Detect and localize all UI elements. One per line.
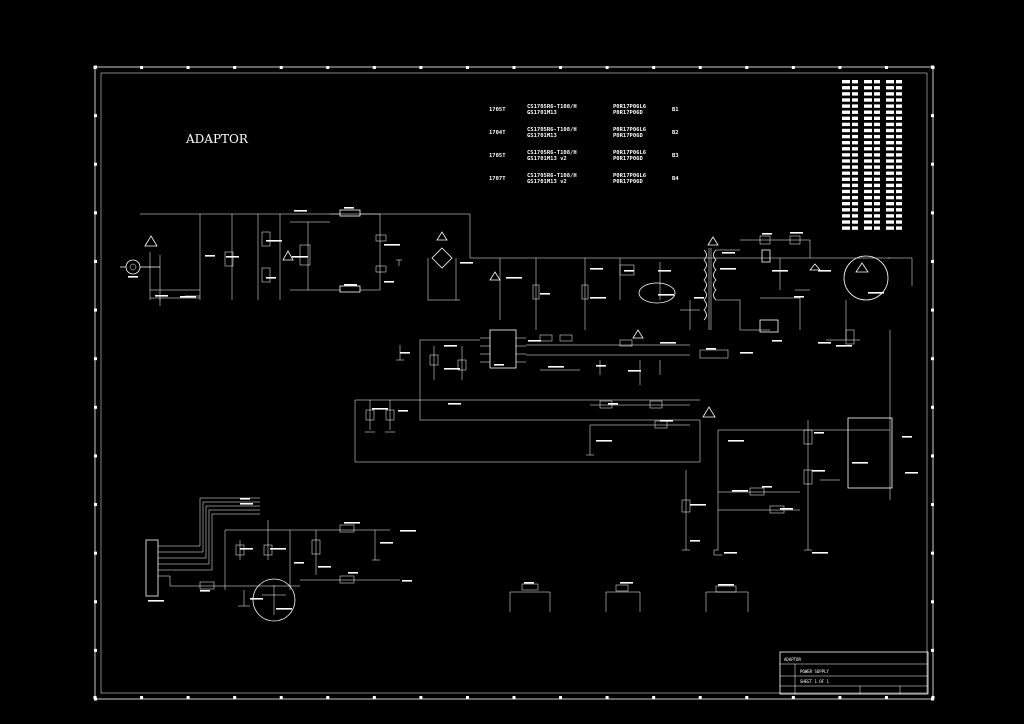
model-table-code: P0R17P06L6: [613, 173, 647, 179]
model-table-part-alt: GS1701M13: [527, 110, 557, 116]
model-table-code-alt: P0R17P06D: [613, 110, 643, 116]
model-table-suffix: B2: [672, 130, 679, 136]
component-label-marks: [128, 207, 918, 610]
model-table-part-alt: GS1701M13 v2: [527, 156, 567, 162]
aux-blocks: [509, 583, 749, 612]
model-table-part-alt: GS1701M13: [527, 133, 557, 139]
sheet-border: [93, 65, 935, 701]
model-table-part-alt: GS1701M13 v2: [527, 179, 567, 185]
model-table-model: 1705T: [489, 107, 506, 113]
model-table-part: CS1705R6-T108/H: [527, 104, 577, 110]
model-table-suffix: B3: [672, 153, 679, 159]
output-section: [740, 235, 913, 345]
model-table-suffix: B4: [672, 176, 679, 182]
model-table-code-alt: P0R17P06D: [613, 156, 643, 162]
model-table-part: CS1705R6-T108/H: [527, 150, 577, 156]
model-table-part: CS1705R6-T108/H: [527, 173, 577, 179]
ac-input-section: [120, 209, 470, 306]
lower-left-circuit: [145, 497, 400, 622]
model-table-part: CS1705R6-T108/H: [527, 127, 577, 133]
model-table-code: P0R17P06L6: [613, 150, 647, 156]
model-table-suffix: B1: [672, 107, 679, 113]
title-block-doc: POWER SUPPLY: [800, 669, 829, 674]
model-table-model: 1704T: [489, 130, 506, 136]
title-block: ADAPTOR POWER SUPPLY SHEET 1 OF 1: [779, 651, 929, 695]
title-block-sheet: SHEET 1 OF 1: [800, 679, 829, 684]
model-table-code-alt: P0R17P06D: [613, 133, 643, 139]
model-table-code: P0R17P06L6: [613, 104, 647, 110]
bridge-rectifier: [427, 214, 890, 330]
secondary-regulator: [681, 330, 893, 556]
transformer: [632, 236, 770, 339]
diagram-title: ADAPTOR: [185, 132, 249, 146]
model-table-code-alt: P0R17P06D: [613, 179, 643, 185]
title-block-company: ADAPTOR: [784, 657, 801, 662]
pwm-controller: [396, 329, 729, 421]
model-table-model: 1707T: [489, 176, 506, 182]
model-table-model: 1705T: [489, 153, 506, 159]
model-table-code: P0R17P06L6: [613, 127, 647, 133]
parts-table: [842, 80, 902, 230]
feedback-loop: [354, 399, 716, 463]
